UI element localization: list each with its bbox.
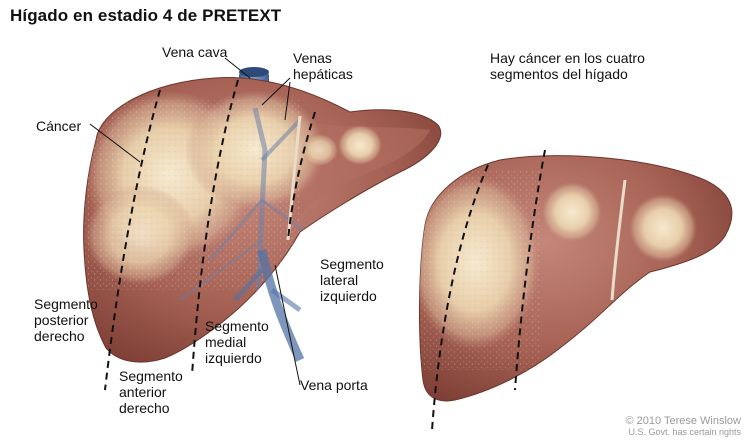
label-segmento-anterior: Segmento anterior derecho — [119, 368, 183, 416]
label-venas-hepaticas: Venas hepáticas — [293, 50, 353, 82]
copyright-credit: © 2010 Terese Winslow U.S. Govt. has cer… — [625, 415, 741, 437]
label-cancer: Cáncer — [36, 118, 81, 134]
label-vena-cava: Vena cava — [162, 44, 227, 60]
label-segmento-posterior: Segmento posterior derecho — [34, 296, 98, 344]
label-segmento-lateral: Segmento lateral izquierdo — [320, 256, 384, 304]
tumor-mass — [542, 182, 602, 242]
label-segmento-medial: Segmento medial izquierdo — [205, 318, 269, 366]
caption-right: Hay cáncer en los cuatro segmentos del h… — [490, 50, 645, 82]
label-vena-porta: Vena porta — [300, 377, 368, 393]
vena-cava-top — [239, 67, 269, 77]
right-liver — [410, 150, 732, 430]
tumor-mass — [338, 125, 382, 165]
figure-title: Hígado en estadio 4 de PRETEXT — [10, 6, 281, 26]
tumor-mass — [629, 194, 697, 262]
